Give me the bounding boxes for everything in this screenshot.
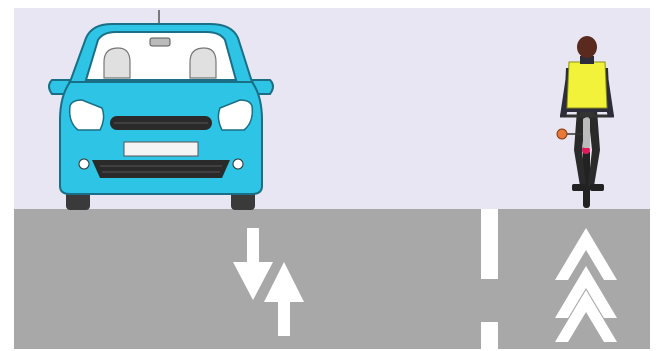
dashed-lane-divider (481, 209, 498, 349)
road-surface (14, 209, 650, 349)
